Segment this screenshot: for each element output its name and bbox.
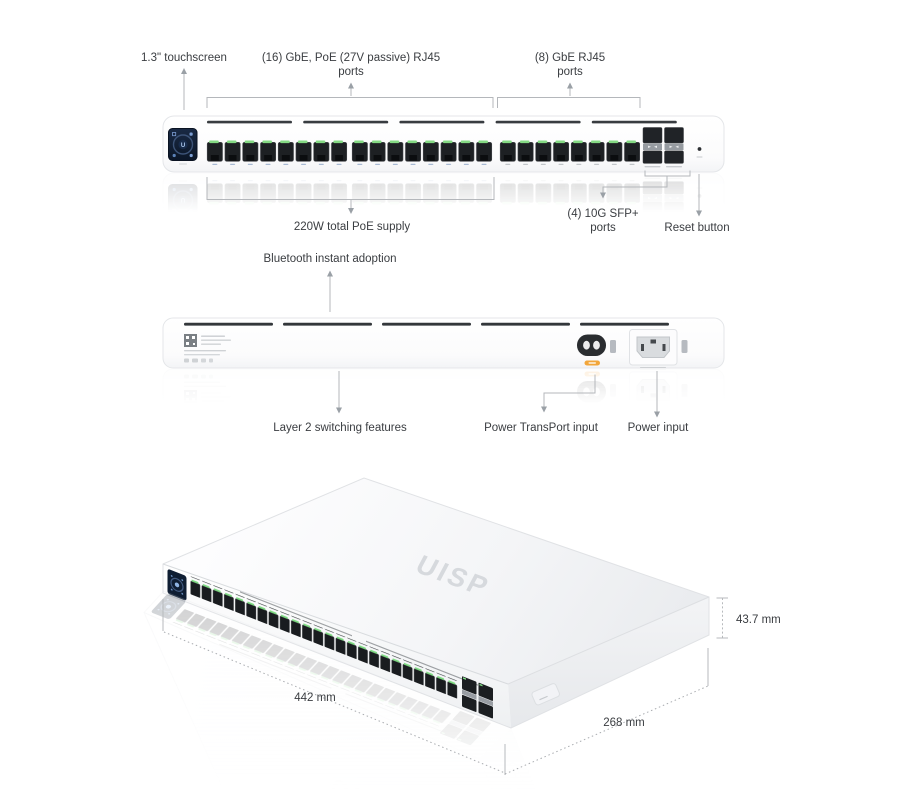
qr-code <box>184 334 197 347</box>
back-callout-lines <box>327 270 660 418</box>
front-callout-lines <box>181 68 702 217</box>
label-reset: Reset button <box>664 222 729 234</box>
touchscreen-3d <box>167 569 187 601</box>
dim-bracket-height <box>716 597 728 639</box>
label-poe-supply: 220W total PoE supply <box>294 221 411 233</box>
back-chassis <box>162 317 725 369</box>
front-reflection <box>162 172 725 230</box>
label-gbe-ports-2: ports <box>557 66 583 78</box>
front-face-detail <box>167 569 493 719</box>
label-transport: Power TransPort input <box>484 422 599 434</box>
label-touchscreen: 1.3" touchscreen <box>141 52 227 64</box>
rj45-poe-group-1 <box>206 139 348 166</box>
label-layer2: Layer 2 switching features <box>273 422 407 434</box>
label-sfp-1: (4) 10G SFP+ <box>567 208 639 220</box>
sfp-ports-3d <box>462 676 493 719</box>
label-bluetooth: Bluetooth instant adoption <box>264 253 397 265</box>
screen-lock-icon <box>189 132 193 136</box>
side-label-recess <box>531 683 560 706</box>
screen-menu-icon <box>172 132 177 137</box>
rj45-poe-group-2 <box>351 139 493 166</box>
dimension-lines <box>162 597 728 775</box>
rj45-ports-3d <box>190 575 458 699</box>
power-transport-connector <box>577 334 606 366</box>
touchscreen: U <box>168 128 198 165</box>
label-gbe-ports-1: (8) GbE RJ45 <box>535 52 605 64</box>
back-reflection <box>162 368 725 420</box>
label-power: Power input <box>628 422 690 434</box>
bracket-16-poe-ports <box>206 97 494 108</box>
bracket-8-gbe-ports <box>497 97 641 108</box>
label-sfp-2: ports <box>590 222 616 234</box>
top-face <box>163 478 709 684</box>
touchscreen-u-glyph: U <box>181 143 185 149</box>
front-panel-view: U <box>162 115 725 173</box>
cable-clip-left <box>610 340 616 353</box>
sfp-ports <box>642 127 684 168</box>
screen-dot-icon-left <box>172 153 176 158</box>
dim-depth: 268 mm <box>603 717 645 729</box>
front-vent-slots <box>207 120 677 124</box>
dim-line-442 <box>163 631 506 774</box>
label-poe-ports-1: (16) GbE, PoE (27V passive) RJ45 <box>262 52 440 64</box>
label-poe-ports-2: ports <box>338 66 364 78</box>
screen-dot-icon-right <box>189 153 193 158</box>
rj45-gbe-group <box>499 139 640 166</box>
dim-width: 442 mm <box>294 692 336 704</box>
back-panel-view <box>162 317 725 369</box>
back-vent-slots <box>184 322 669 326</box>
cable-clip-right <box>681 340 688 353</box>
regulatory-label <box>184 334 231 363</box>
device-3d-view: UISP <box>162 477 710 729</box>
power-inlet-c14 <box>629 329 678 368</box>
reset-button <box>697 147 702 151</box>
dim-height: 43.7 mm <box>736 614 781 626</box>
